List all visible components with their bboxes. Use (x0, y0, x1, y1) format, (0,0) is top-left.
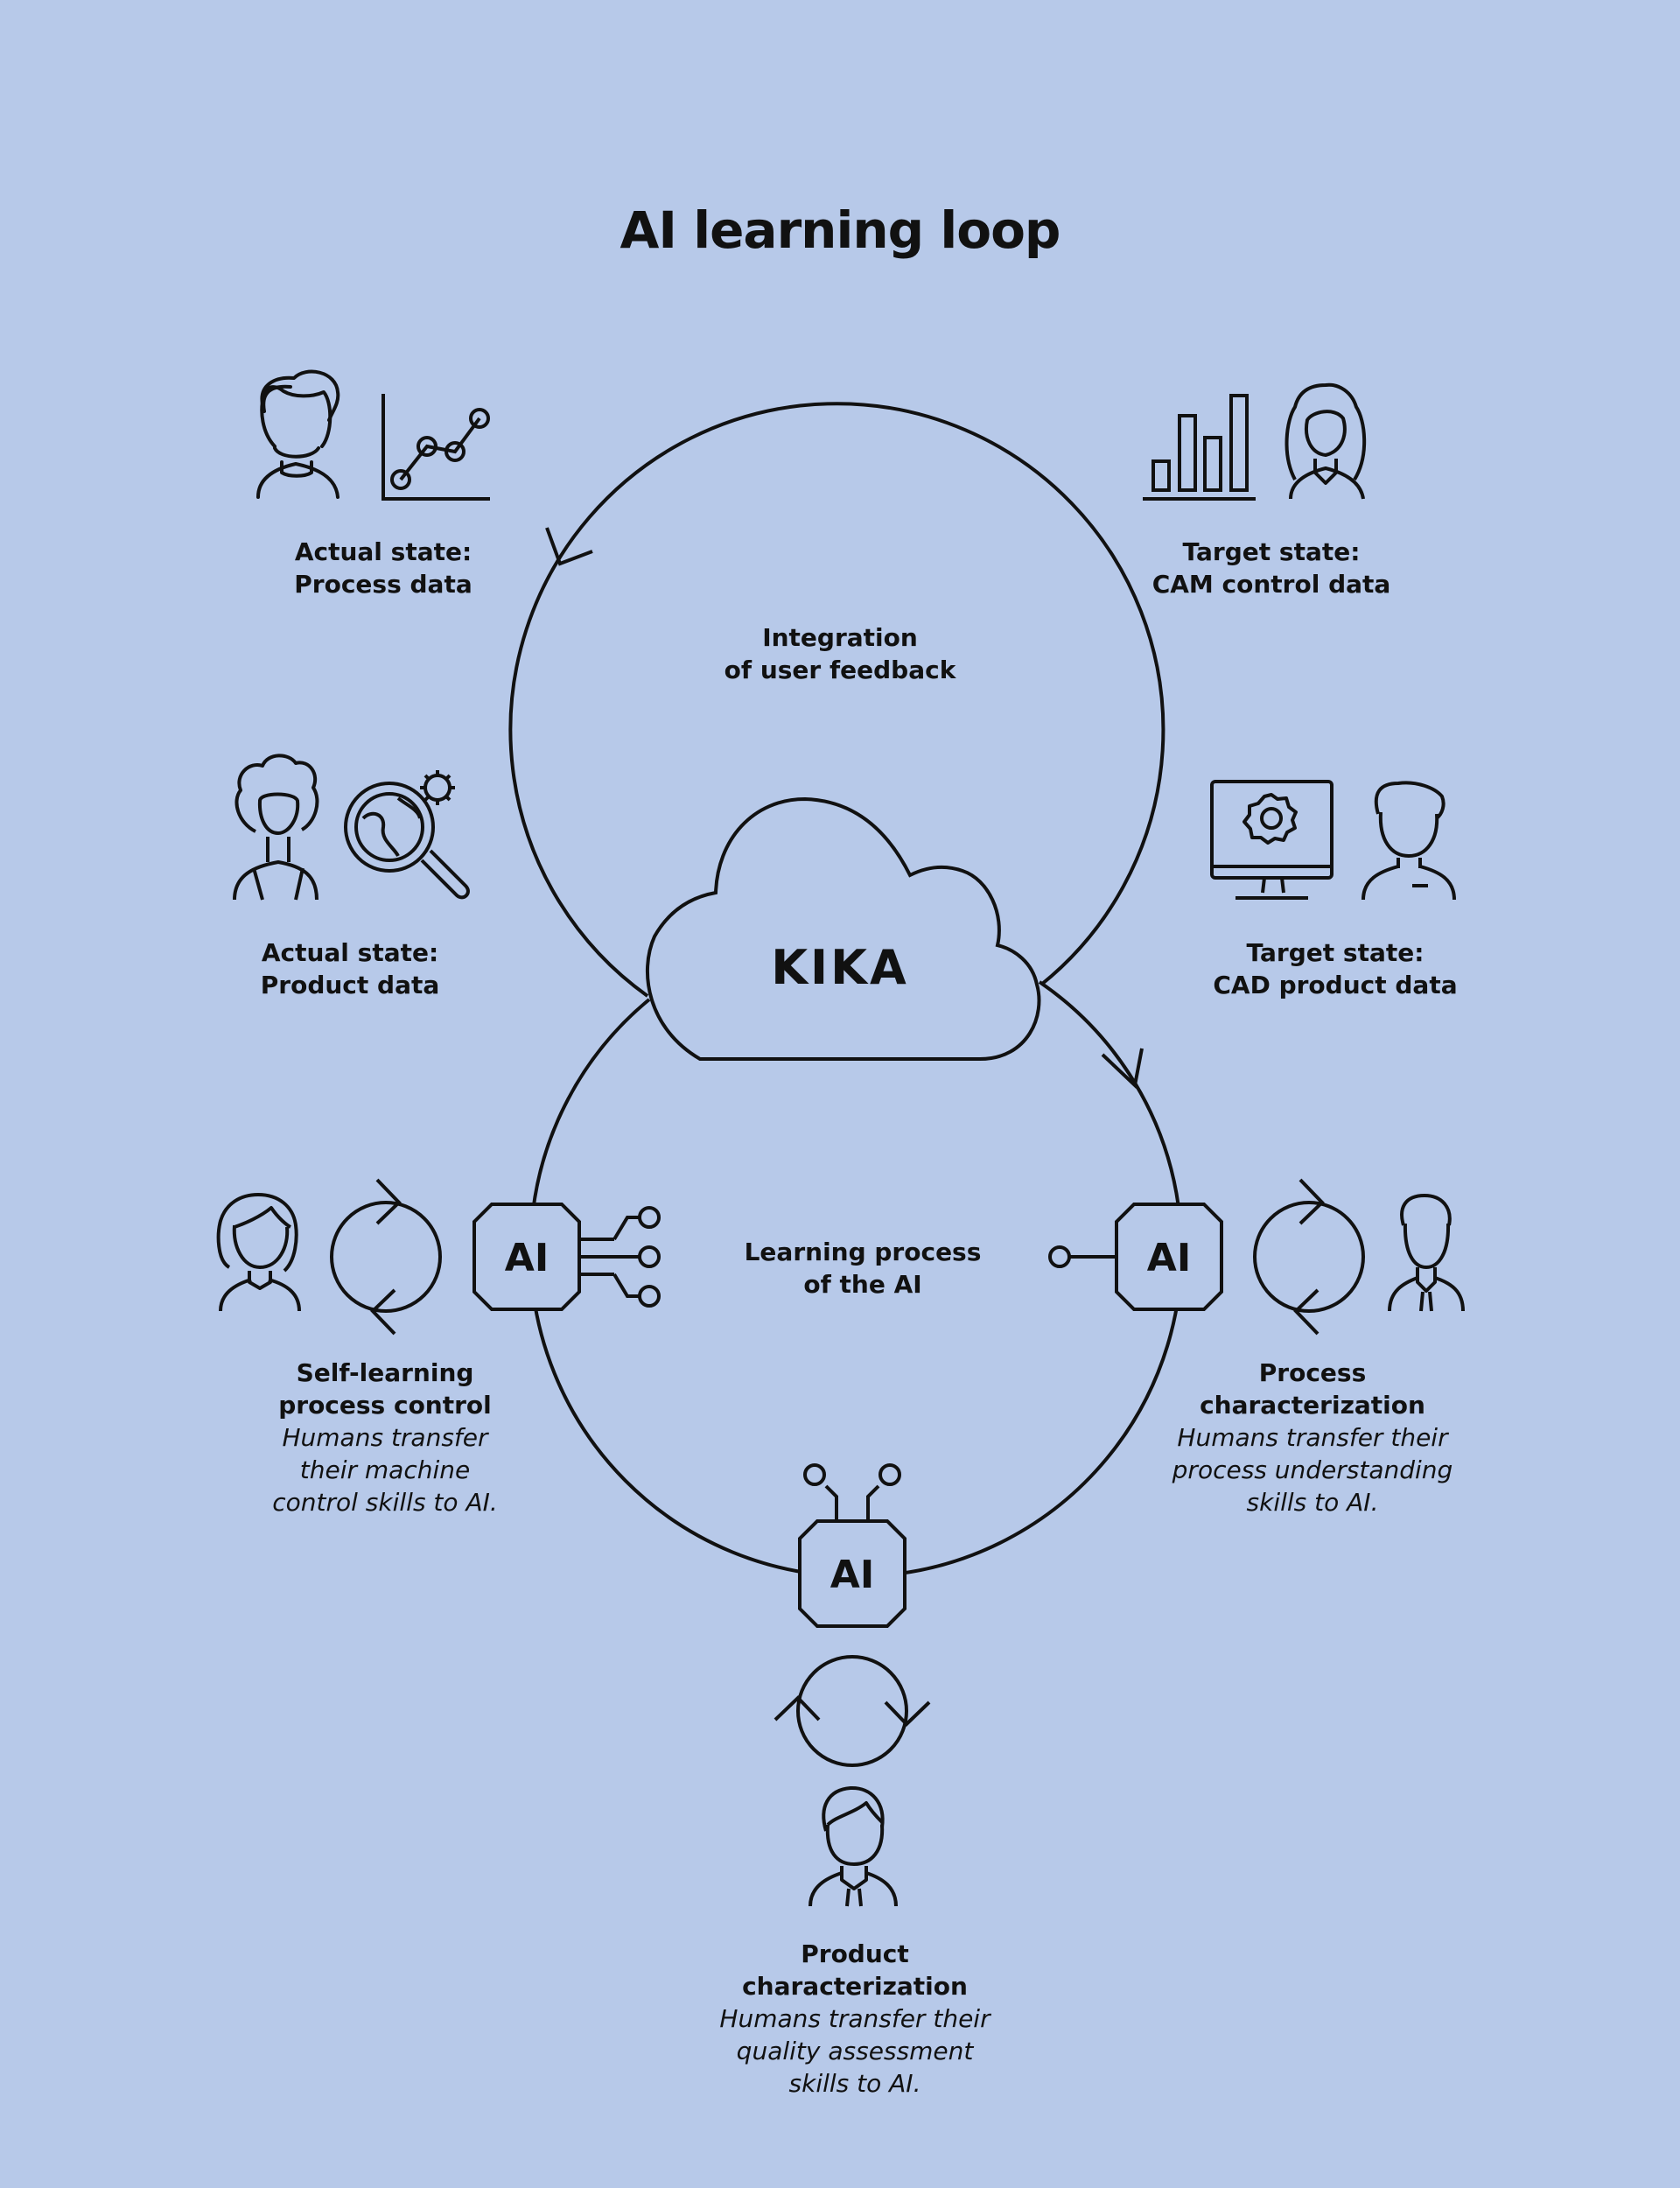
node-actual-process: Actual state: Process data (252, 536, 514, 600)
node-title-line: Actual state: (294, 537, 472, 566)
node-title-line: Target state: (1182, 537, 1361, 566)
person-short-hair-icon (1388, 1194, 1465, 1312)
ai-chip-icon (1048, 1203, 1223, 1311)
node-desc-line: Humans transfer their (1177, 1423, 1448, 1452)
cloud-icon (645, 796, 1041, 1061)
node-desc-line: Humans transfer (282, 1423, 488, 1452)
hub-label: KIKA (771, 940, 909, 995)
node-title-line: CAD product data (1213, 971, 1458, 999)
node-title-line: Product (801, 1939, 909, 1968)
node-target-cad: Target state: CAD product data (1204, 936, 1466, 1001)
monitor-gear-icon (1210, 780, 1334, 900)
diagram-title: AI learning loop (620, 200, 1061, 260)
node-desc-line: control skills to AI. (272, 1488, 498, 1517)
node-title-line: process control (278, 1391, 492, 1420)
magnifier-globe-gear-icon (344, 770, 470, 900)
node-title-line: Self-learning (296, 1358, 474, 1387)
node-target-cam: Target state: CAM control data (1140, 536, 1403, 600)
node-title-line: characterization (742, 1972, 968, 2001)
node-process-characterization: Process characterization Humans transfer… (1164, 1357, 1461, 1518)
line-chart-icon (382, 394, 490, 501)
node-title-line: Target state: (1246, 938, 1424, 967)
node-title-line: Process (1258, 1358, 1367, 1387)
loop-label-line: Integration (762, 623, 918, 652)
ai-chip-label: AI (1147, 1236, 1191, 1280)
node-desc-line: process understanding (1172, 1455, 1453, 1484)
loop-label-line: of the AI (803, 1270, 922, 1299)
person-icon (256, 369, 340, 499)
bar-chart-icon (1143, 394, 1256, 501)
node-desc-line: Humans transfer their (719, 2004, 990, 2033)
node-title-line: Product data (260, 971, 440, 999)
arrow-icon (545, 527, 1144, 1089)
ai-chip-label: AI (505, 1236, 549, 1280)
node-desc-line: quality assessment (736, 2037, 974, 2065)
ai-chip-label: AI (830, 1553, 874, 1597)
node-product-characterization: Product characterization Humans transfer… (706, 1938, 1004, 2100)
ai-chip-icon (472, 1203, 661, 1311)
loop-label-top: Integration of user feedback (665, 621, 1015, 686)
cycle-icon (774, 1655, 931, 1767)
node-title-line: CAM control data (1152, 570, 1391, 599)
person-short-hair-icon (1362, 781, 1456, 901)
person-long-hair-icon (216, 1193, 301, 1312)
person-afro-icon (233, 754, 319, 901)
person-icon (808, 1785, 898, 1907)
cycle-icon (1253, 1178, 1365, 1336)
loop-label-line: of user feedback (724, 656, 956, 684)
person-curly-hair-icon (1284, 382, 1367, 500)
top-loop (508, 402, 1166, 998)
loop-label-line: Learning process (744, 1238, 982, 1266)
node-desc-line: their machine (299, 1455, 471, 1484)
node-title-line: Process data (294, 570, 472, 599)
node-self-learning: Self-learning process control Humans tra… (245, 1357, 525, 1518)
loop-label-bottom: Learning process of the AI (688, 1236, 1038, 1301)
node-desc-line: skills to AI. (1246, 1488, 1379, 1517)
node-title-line: characterization (1200, 1391, 1425, 1420)
cycle-icon (330, 1178, 442, 1336)
node-title-line: Actual state: (261, 938, 439, 967)
ai-chip-icon (798, 1463, 906, 1628)
node-desc-line: skills to AI. (788, 2069, 921, 2098)
node-actual-product: Actual state: Product data (219, 936, 481, 1001)
